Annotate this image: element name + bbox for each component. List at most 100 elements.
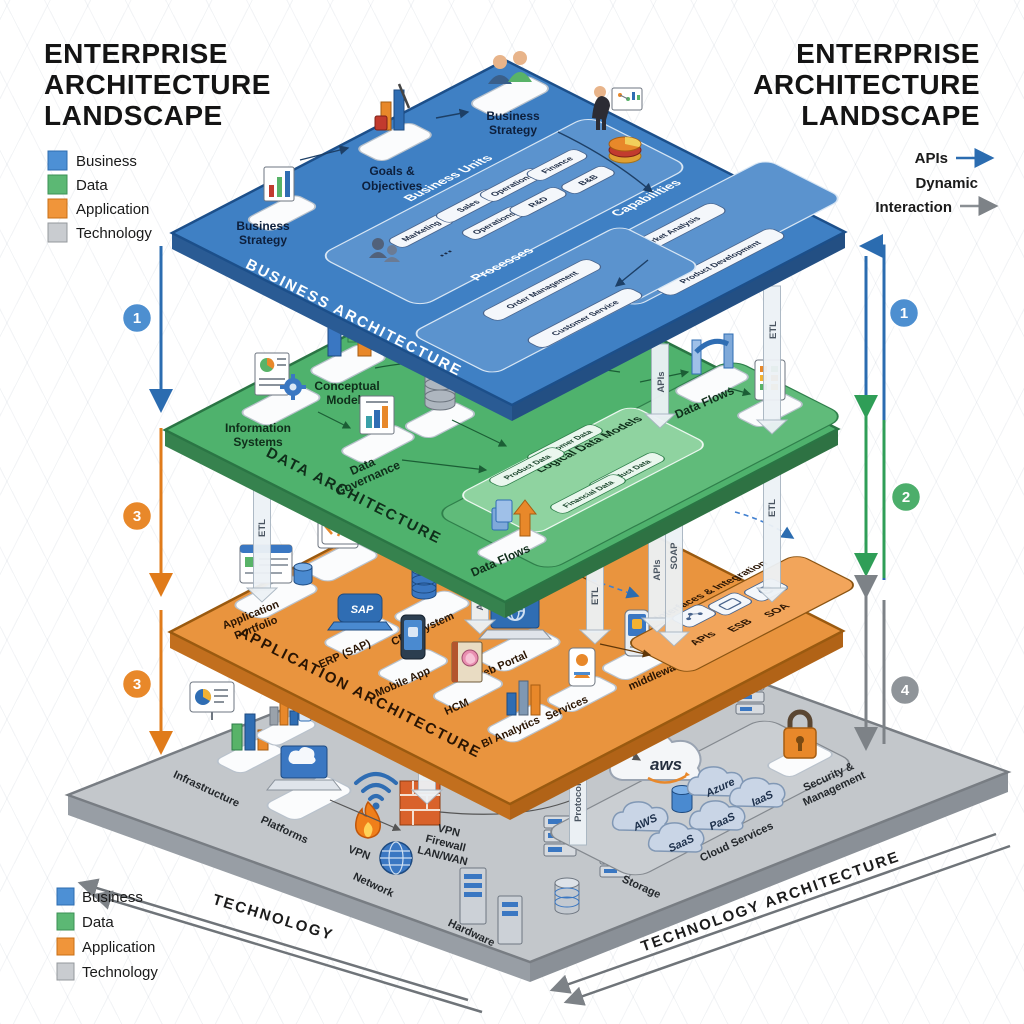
- apis-legend-label: APIs: [915, 150, 948, 167]
- badge-1-right: [887, 296, 921, 330]
- strategy-chart-icon: [247, 166, 317, 231]
- aws-logo-text: aws: [650, 755, 682, 774]
- pillar-apis-right: APIs: [640, 527, 674, 633]
- legend-swatch-data: [47, 174, 68, 195]
- dynamic-legend-label: Dynamic: [915, 175, 978, 192]
- globe-icon: [379, 841, 413, 875]
- wifi-icon: [354, 772, 398, 810]
- strategy-left-label-1: Business: [236, 219, 290, 233]
- legend-swatch-application: [47, 198, 68, 219]
- conceptual-label-1: Conceptual: [314, 379, 379, 393]
- legend-swatch-business-2: [56, 887, 75, 906]
- legend-swatch-data-2: [56, 912, 75, 931]
- legend-top-left: Business Data Application Technology: [47, 150, 152, 243]
- connector: [317, 411, 352, 429]
- right-flow-arrows: 1 2 4: [854, 234, 923, 751]
- legend-data-label: Data: [76, 177, 108, 194]
- information-systems-icon: [241, 352, 321, 426]
- svg-text:ETL: ETL: [257, 519, 268, 537]
- data-flows-sign-icon: [477, 499, 547, 564]
- database-icon: [554, 877, 580, 915]
- strategy-left-label-2: Strategy: [239, 233, 287, 247]
- connector: [614, 259, 649, 287]
- flow-legend-top-right: APIs Dynamic Interaction: [875, 148, 999, 216]
- cloud-paas: PaaS: [688, 800, 746, 833]
- title-right-line3: LANDSCAPE: [801, 100, 980, 131]
- legend-technology-label: Technology: [76, 225, 152, 242]
- data-flows-bridge-icon: [675, 333, 749, 403]
- connector: [557, 131, 654, 193]
- server-tower-icon: [497, 895, 523, 945]
- connector: [451, 419, 508, 447]
- svg-text:1: 1: [900, 305, 908, 322]
- badge-2-right: [889, 480, 923, 514]
- business-layer: Business Units Marketing Sales Operation…: [169, 51, 848, 421]
- technology-plate-side-right: [530, 772, 1008, 982]
- strategy-top-label-1: Business: [486, 109, 540, 123]
- data-plate-side-right: [505, 429, 838, 618]
- cloud-iaas: IaaS: [728, 777, 786, 809]
- svg-text:3: 3: [133, 508, 141, 525]
- connector: [727, 387, 752, 397]
- chip-rnd: R&D: [509, 187, 567, 217]
- business-plate-side-left: [172, 233, 512, 421]
- data-plate-side-left: [165, 430, 505, 618]
- application-plate-side-left: [170, 632, 510, 820]
- chip-bb: B&B: [561, 166, 615, 194]
- legend-data-label-2: Data: [82, 914, 114, 931]
- pie-chart-stack-icon: [608, 136, 642, 164]
- svg-text:SOAP: SOAP: [669, 542, 680, 570]
- goals-label-2: Objectives: [362, 179, 423, 193]
- application-plate-side-right: [510, 631, 843, 820]
- pillar-etl-upper: ETL: [755, 285, 789, 435]
- legend-swatch-technology-2: [56, 962, 75, 981]
- business-plate-side-right: [512, 232, 845, 421]
- technology-plate-side-left: [68, 795, 530, 982]
- business-strategy-people-icon: [471, 51, 549, 117]
- connector: [401, 459, 488, 474]
- legend-business-label-2: Business: [82, 889, 143, 906]
- svg-text:APIs: APIs: [656, 371, 667, 392]
- interaction-legend-label: Interaction: [875, 199, 952, 216]
- platforms-laptop-icon: [265, 745, 352, 820]
- legend-business-label: Business: [76, 153, 137, 170]
- info-label-2: Systems: [233, 435, 283, 449]
- legend-bottom-left: Business Data Application Technology: [56, 887, 158, 981]
- application-layer: Application Portfolio SAP ERP (SAP) CRM …: [167, 457, 854, 820]
- pillar-apis-upper: APIs: [643, 343, 677, 429]
- bi-analytics-icon: [487, 680, 563, 743]
- svg-text:2: 2: [902, 489, 910, 506]
- security-padlock-icon: [767, 709, 833, 777]
- svg-text:ETL: ETL: [590, 587, 601, 605]
- badge-4-right: [888, 673, 922, 707]
- cloud-database-icon: [671, 785, 693, 813]
- title-right-line1: ENTERPRISE: [796, 38, 980, 69]
- svg-text:4: 4: [901, 682, 910, 699]
- presenter-icon: [592, 86, 643, 130]
- svg-text:1: 1: [133, 310, 141, 327]
- erp-sap-icon: SAP: [324, 593, 400, 656]
- title-right: ENTERPRISE ARCHITECTURE LANDSCAPE: [753, 38, 980, 131]
- title-left-line2: ARCHITECTURE: [44, 69, 271, 100]
- title-left-line3: LANDSCAPE: [44, 100, 223, 131]
- dynamic-interaction-arrow: [591, 579, 640, 599]
- conceptual-label-2: Models: [326, 393, 368, 407]
- legend-swatch-application-2: [56, 937, 75, 956]
- legend-swatch-business: [47, 150, 68, 171]
- server-tower-icon: [459, 867, 487, 925]
- svg-text:ETL: ETL: [768, 321, 779, 339]
- pillar-etl-left: ETL: [245, 469, 279, 603]
- svg-text:Protocols: Protocols: [573, 778, 584, 822]
- goals-objectives-icon: [358, 83, 432, 161]
- badge-1-left: [120, 301, 154, 335]
- svg-text:3: 3: [133, 676, 141, 693]
- badge-3-left: [120, 499, 154, 533]
- legend-swatch-technology: [47, 222, 68, 243]
- strategy-top-label-2: Strategy: [489, 123, 537, 137]
- connector: [435, 108, 470, 119]
- interfaces-panel: [630, 556, 854, 672]
- info-label-1: Information: [225, 421, 291, 435]
- firewall-labels: VPN Firewall LAN/WAN: [416, 823, 469, 869]
